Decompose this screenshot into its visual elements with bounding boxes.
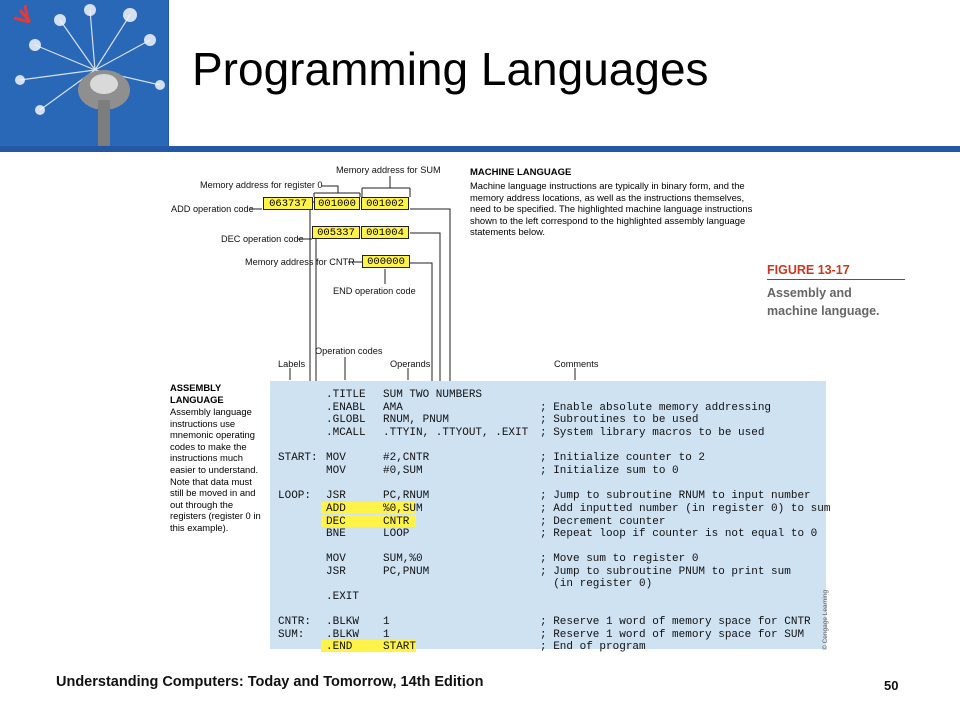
callout-mem-cntr: Memory address for CNTR [245,257,355,267]
header-divider [168,0,169,146]
figure-caption: Assembly and machine language. [767,284,917,320]
assembly-comment: ; System library macros to be used [540,427,765,439]
callout-dec-op: DEC operation code [221,234,304,244]
col-label-opcodes: Operation codes [315,346,383,356]
assembly-operand: .TTYIN, .TTYOUT, .EXIT [383,427,529,439]
assembly-op: MOV [326,465,346,477]
assembly-language-text: Assembly language instructions use mnemo… [170,406,261,533]
slide-title: Programming Languages [192,43,709,95]
assembly-comment: ; Decrement counter [540,516,666,528]
assembly-op: MOV [326,452,346,464]
assembly-operand: 1 [383,629,390,641]
assembly-comment: ; Add inputted number (in register 0) to… [540,503,831,515]
assembly-comment: ; Initialize sum to 0 [540,465,679,477]
credit-text: © Cengage Learning [822,589,829,650]
assembly-comment: ; End of program [540,641,646,653]
assembly-highlight [321,515,416,527]
figure-number: FIGURE 13-17 [767,263,850,277]
assembly-comment: (in register 0) [540,578,653,590]
col-label-labels: Labels [278,359,306,369]
assembly-highlight [321,502,416,514]
assembly-label: SUM: [278,629,305,641]
callout-mem-sum: Memory address for SUM [336,165,441,175]
assembly-operand: #2,CNTR [383,452,430,464]
assembly-heading-line: ASSEMBLY [170,382,222,393]
assembly-op: MOV [326,553,346,565]
assembly-operand: AMA [383,402,403,414]
callout-add-op: ADD operation code [171,204,254,214]
assembly-operand: #0,SUM [383,465,423,477]
assembly-op: .TITLE [326,389,366,401]
callout-end-op: END operation code [333,286,416,296]
figure-caption-line: machine language. [767,304,880,318]
assembly-operand: PC,PNUM [383,566,430,578]
assembly-operand: LOOP [383,528,410,540]
callout-mem-reg0: Memory address for register 0 [200,180,323,190]
dandelion-logo-icon [0,0,168,146]
col-label-comments: Comments [554,359,599,369]
assembly-comment: ; Reserve 1 word of memory space for SUM [540,629,805,641]
assembly-comment: ; Repeat loop if counter is not equal to… [540,528,818,540]
assembly-operand: START [383,641,417,653]
machine-code-box: 063737 [263,197,313,210]
machine-code-box: 001000 [314,197,360,210]
assembly-operand: RNUM, PNUM [383,414,450,426]
assembly-comment: ; Move sum to register 0 [540,553,699,565]
page-number: 50 [884,678,899,693]
assembly-comment: ; Subroutines to be used [540,414,699,426]
assembly-op: .END [326,641,353,653]
machine-code-box: 000000 [362,255,410,268]
header-band [0,146,960,152]
assembly-label: START: [278,452,318,464]
assembly-operand: SUM,%0 [383,553,423,565]
assembly-op: BNE [326,528,346,540]
assembly-comment: ; Enable absolute memory addressing [540,402,772,414]
assembly-operand: SUM TWO NUMBERS [383,389,483,401]
assembly-op: .BLKW [326,616,360,628]
assembly-operand: CNTR [383,516,410,528]
figure-caption-line: Assembly and [767,286,852,300]
assembly-comment: ; Jump to subroutine PNUM to print sum [540,566,791,578]
assembly-op: DEC [326,516,346,528]
assembly-comment: ; Initialize counter to 2 [540,452,706,464]
assembly-label: CNTR: [278,616,312,628]
assembly-op: JSR [326,490,346,502]
assembly-comment: ; Reserve 1 word of memory space for CNT… [540,616,811,628]
assembly-op: .BLKW [326,629,360,641]
assembly-operand: 1 [383,616,390,628]
assembly-highlight [321,640,416,652]
machine-code-box: 001004 [361,226,409,239]
machine-language-heading: MACHINE LANGUAGE [470,167,572,178]
assembly-operand: %0,SUM [383,503,423,515]
assembly-op: ADD [326,503,346,515]
assembly-op: .ENABL [326,402,366,414]
assembly-heading-line: LANGUAGE [170,393,224,405]
assembly-op: JSR [326,566,346,578]
assembly-label: LOOP: [278,490,312,502]
assembly-op: .MCALL [326,427,366,439]
assembly-op: .EXIT [326,591,360,603]
assembly-operand: PC,RNUM [383,490,430,502]
assembly-comment: ; Jump to subroutine RNUM to input numbe… [540,490,811,502]
slide-footer: Understanding Computers: Today and Tomor… [56,674,484,690]
machine-language-text: Machine language instructions are typica… [470,180,753,238]
col-label-operands: Operands [390,359,431,369]
assembly-op: .GLOBL [326,414,366,426]
machine-code-box: 005337 [312,226,360,239]
assembly-language-heading: ASSEMBLY LANGUAGE [170,382,224,405]
machine-code-box: 001002 [361,197,409,210]
figure-caption-rule [767,279,905,280]
